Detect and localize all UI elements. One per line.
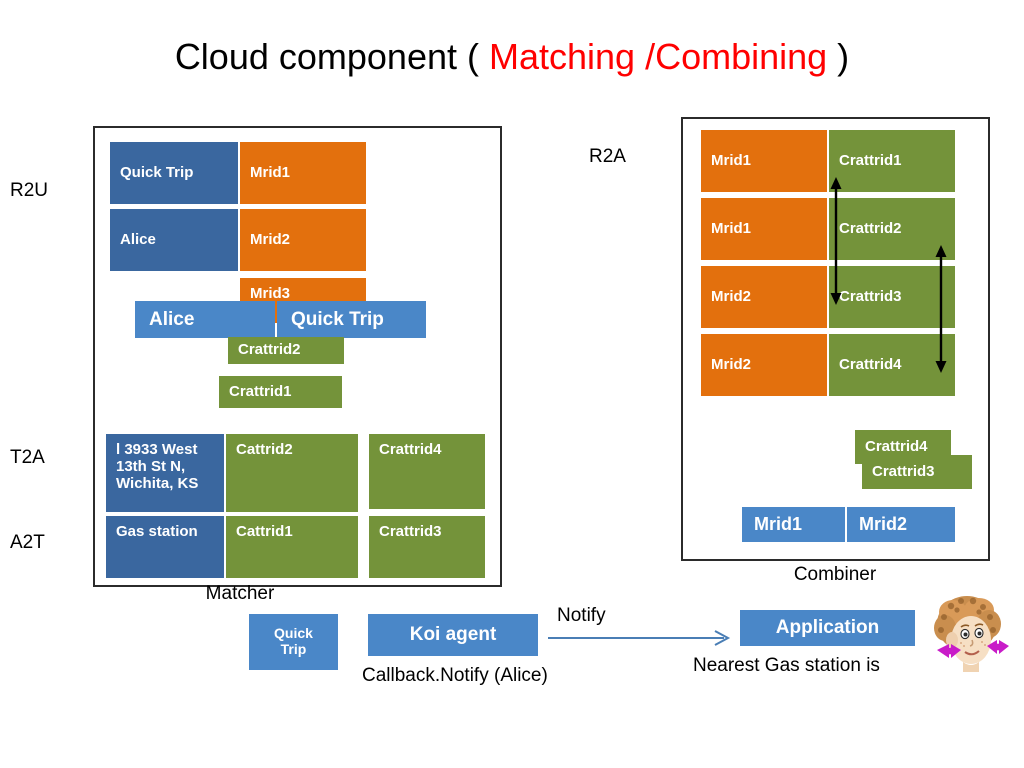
label-r2a: R2A [589, 146, 626, 167]
combiner-panel [681, 117, 990, 561]
a2t-row-middle[interactable]: Cattrid1 [226, 516, 358, 578]
title-highlight: Matching /Combining [489, 36, 828, 77]
avatar-clipart-icon [917, 588, 1013, 689]
overlay-bar-quicktrip[interactable]: Quick Trip [277, 301, 426, 338]
link-arrow-2-icon [931, 244, 951, 374]
combiner-row-3-left[interactable]: Mrid2 [701, 334, 827, 396]
combiner-result-crattrid4[interactable]: Crattrid4 [855, 430, 951, 464]
notify-label: Notify [557, 605, 606, 626]
combiner-row-1-left[interactable]: Mrid1 [701, 198, 827, 260]
r2u-row-0-right[interactable]: Mrid1 [240, 142, 366, 204]
quick-trip-chip-line1: Quick [274, 625, 313, 642]
t2a-row-right[interactable]: Crattrid4 [369, 434, 485, 509]
combiner-row-2-right[interactable]: Crattrid3 [829, 266, 955, 328]
t2a-row-middle[interactable]: Cattrid2 [226, 434, 358, 512]
label-t2a: T2A [10, 447, 45, 468]
matcher-panel [93, 126, 502, 587]
combiner-row-0-right[interactable]: Crattrid1 [829, 130, 955, 192]
combiner-row-2-left[interactable]: Mrid2 [701, 266, 827, 328]
combiner-result-mrid2[interactable]: Mrid2 [847, 507, 955, 542]
overlay-green-crattrid2[interactable]: Crattrid2 [228, 337, 344, 364]
combiner-caption: Combiner [793, 564, 877, 585]
overlay-green-crattrid1[interactable]: Crattrid1 [219, 376, 342, 408]
callback-notify-text: Callback.Notify (Alice) [362, 665, 548, 686]
label-a2t: A2T [10, 532, 45, 553]
title-prefix: Cloud component ( [174, 36, 489, 77]
combiner-result-mrid1[interactable]: Mrid1 [742, 507, 845, 542]
notify-arrow-icon [548, 628, 734, 653]
link-arrow-1-icon [826, 176, 846, 306]
a2t-row-left[interactable]: Gas station [106, 516, 224, 578]
combiner-row-0-left[interactable]: Mrid1 [701, 130, 827, 192]
overlay-bar-alice[interactable]: Alice [135, 301, 275, 338]
r2u-row-0-left[interactable]: Quick Trip [110, 142, 238, 204]
combiner-row-1-right[interactable]: Crattrid2 [829, 198, 955, 260]
result-text: Nearest Gas station is [693, 655, 880, 676]
a2t-row-right[interactable]: Crattrid3 [369, 516, 485, 578]
quick-trip-chip[interactable]: Quick Trip [249, 614, 338, 670]
combiner-row-3-right[interactable]: Crattrid4 [829, 334, 955, 396]
koi-agent-box[interactable]: Koi agent [368, 614, 538, 656]
page-title: Cloud component ( Matching /Combining ) [0, 36, 1024, 78]
label-r2u: R2U [10, 180, 49, 201]
r2u-row-1-right[interactable]: Mrid2 [240, 209, 366, 271]
t2a-row-left[interactable]: l 3933 West 13th St N, Wichita, KS [106, 434, 224, 512]
quick-trip-chip-line2: Trip [280, 641, 307, 657]
title-suffix: ) [827, 36, 850, 77]
matcher-caption: Matcher [205, 583, 275, 604]
application-box[interactable]: Application [740, 610, 915, 646]
r2u-row-1-left[interactable]: Alice [110, 209, 238, 271]
